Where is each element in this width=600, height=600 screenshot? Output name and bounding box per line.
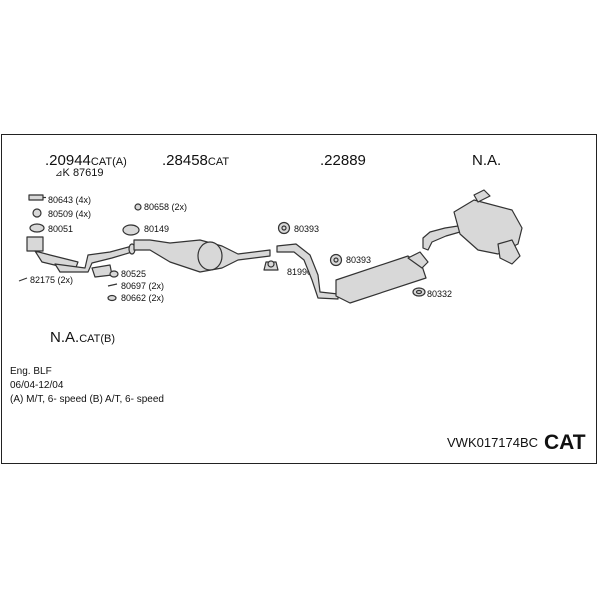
part-label-80332: 80332	[427, 289, 453, 299]
rubber-mount-icon	[277, 221, 291, 235]
bolt-icon	[28, 194, 46, 201]
stud-icon	[18, 277, 28, 282]
part-label-80051: 80051	[48, 224, 74, 234]
bolt-icon	[107, 283, 118, 287]
part-label-80525: 80525	[121, 269, 147, 279]
part-number-22889: .22889	[320, 152, 366, 169]
sub-part-number: ⊿K 87619	[55, 167, 104, 179]
part-label-80509: 80509 (4x)	[48, 209, 92, 219]
kit-code: VWK017174BC	[447, 435, 539, 450]
note-engine: Eng. BLF	[10, 366, 52, 377]
part-label-80393-a: 80393	[294, 224, 320, 234]
gasket-icon	[29, 223, 45, 233]
part-number-na-catb: N.A.CAT(B)	[50, 329, 116, 346]
rubber-mount-icon	[329, 253, 343, 267]
ring-icon	[134, 203, 142, 211]
kit-icon: ⊿	[55, 168, 63, 178]
rear-silencer-icon	[422, 189, 523, 265]
bolt-icon	[107, 294, 117, 302]
note-transmission: (A) M/T, 6- speed (B) A/T, 6- speed	[10, 394, 164, 405]
catalytic-converter-icon	[133, 239, 271, 273]
part-label-82175: 82175 (2x)	[30, 275, 74, 285]
hanger-icon	[263, 260, 279, 271]
part-label-80149: 80149	[144, 224, 170, 234]
part-label-80393-b: 80393	[346, 255, 372, 265]
middle-silencer-icon	[276, 243, 429, 304]
note-date-range: 06/04-12/04	[10, 380, 64, 391]
washer-icon	[109, 270, 119, 278]
part-label-80643: 80643 (4x)	[48, 195, 92, 205]
part-number-na-top: N.A.	[472, 152, 502, 169]
part-label-80662: 80662 (2x)	[121, 293, 165, 303]
part-label-81990: 81990	[287, 267, 313, 277]
part-label-80697: 80697 (2x)	[121, 281, 165, 291]
cat-badge: CAT	[544, 431, 586, 454]
front-pipe-icon	[26, 236, 136, 278]
part-number-28458: .28458CAT	[162, 152, 230, 169]
nut-icon	[32, 208, 42, 218]
rubber-mount-icon	[412, 287, 426, 297]
part-number-20944: .20944CAT(A)	[45, 152, 127, 169]
diagram-frame	[1, 134, 597, 464]
clamp-icon	[122, 224, 140, 236]
part-label-80658: 80658 (2x)	[144, 202, 188, 212]
